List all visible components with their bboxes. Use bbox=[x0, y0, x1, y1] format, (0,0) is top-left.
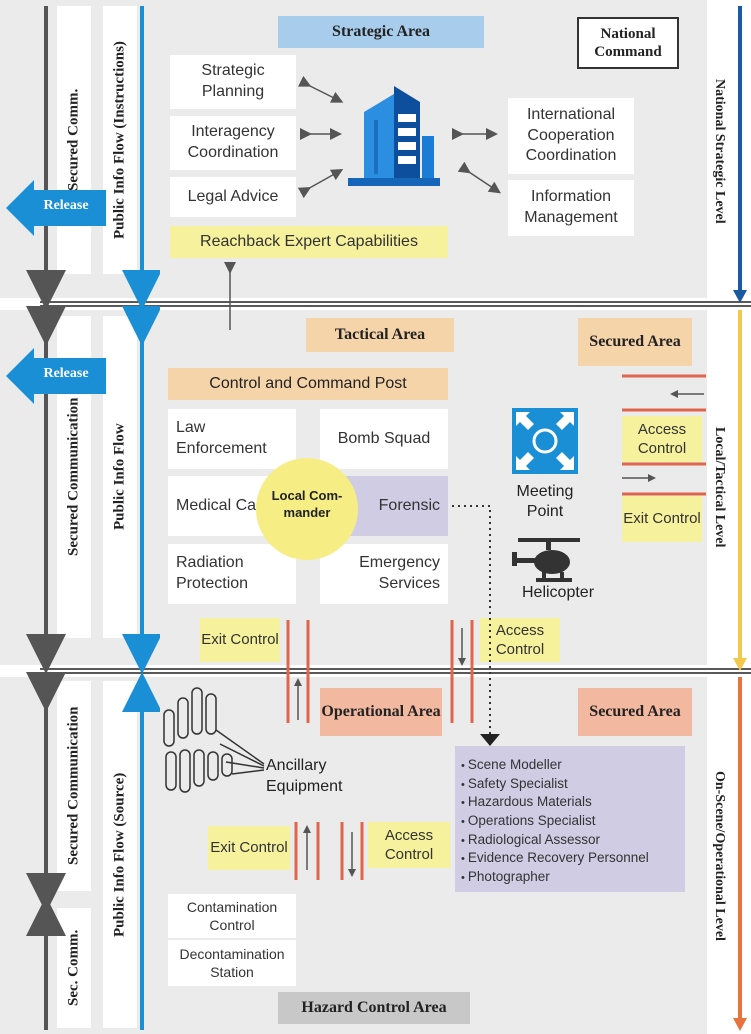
building-icon bbox=[348, 86, 440, 186]
meeting-point-icon bbox=[512, 408, 578, 474]
exit-control-bottom: Exit Control bbox=[200, 618, 280, 662]
release-label-top: Release bbox=[43, 198, 89, 213]
release-arrow-mid-shape bbox=[6, 348, 106, 404]
strategic-planning-box: Strategic Planning bbox=[170, 55, 296, 109]
left-flow-arrows bbox=[26, 6, 160, 1030]
legal-advice-box: Legal Advice bbox=[170, 177, 296, 217]
tactical-area-title: Tactical Area bbox=[306, 318, 454, 352]
interagency-box: Interagency Coordination bbox=[170, 116, 296, 170]
list-item: Operations Specialist bbox=[461, 812, 685, 831]
col-top-secured-bg bbox=[57, 6, 91, 274]
release-arrow-top-shape bbox=[6, 180, 106, 236]
hazard-control-area-title: Hazard Control Area bbox=[278, 992, 470, 1024]
access-control-operational: Access Control bbox=[368, 822, 450, 868]
level-arrows bbox=[733, 6, 747, 1031]
list-item: Photographer bbox=[461, 868, 685, 887]
control-command-post: Control and Command Post bbox=[168, 368, 448, 400]
strategic-connectors bbox=[224, 75, 501, 330]
helicopter-label: Helicopter bbox=[521, 584, 595, 601]
decontamination-station-box: Decontamination Station bbox=[168, 940, 296, 986]
operational-area-title: Operational Area bbox=[320, 688, 442, 736]
national-command-box: National Command bbox=[577, 17, 679, 69]
emergency-services-box: Emergency Services bbox=[320, 544, 448, 604]
national-level-label: National Strategic Level bbox=[712, 78, 727, 224]
helicopter-icon bbox=[512, 538, 580, 582]
ancillary-equipment-label: Ancillary Equipment bbox=[266, 757, 343, 795]
onscene-level-label: On-Scene/Operational Level bbox=[712, 770, 727, 941]
law-enforcement-box: Law Enforcement bbox=[168, 409, 296, 469]
local-level-label: Local/Tactical Level bbox=[712, 427, 727, 548]
contamination-control-box: Contamination Control bbox=[168, 894, 296, 938]
international-box: International Cooperation Coordination bbox=[508, 98, 634, 174]
list-item: Evidence Recovery Personnel bbox=[461, 849, 685, 868]
bomb-squad-box: Bomb Squad bbox=[320, 409, 448, 469]
access-control-right: Access Control bbox=[622, 416, 702, 462]
list-item: Scene Modeller bbox=[461, 756, 685, 775]
list-item: Safety Specialist bbox=[461, 775, 685, 794]
col-bot-public-bg bbox=[103, 681, 137, 1028]
radiation-protection-box: Radiation Protection bbox=[168, 544, 296, 604]
ancillary-equipment-icon bbox=[163, 687, 265, 793]
local-commander-label: Local Com-mander bbox=[271, 488, 343, 520]
exit-control-operational: Exit Control bbox=[208, 826, 290, 870]
tactical-secured-area: Secured Area bbox=[578, 318, 692, 366]
operational-secured-area: Secured Area bbox=[578, 688, 692, 736]
information-management-box: Information Management bbox=[508, 180, 634, 236]
local-commander-circle bbox=[256, 458, 358, 560]
personnel-list: Scene Modeller Safety Specialist Hazardo… bbox=[455, 746, 685, 892]
exit-control-right: Exit Control bbox=[622, 496, 702, 542]
col-top-public-bg bbox=[103, 6, 137, 274]
list-item: Radiological Assessor bbox=[461, 831, 685, 850]
strategic-area-title: Strategic Area bbox=[278, 16, 484, 48]
meeting-point-label: Meeting Point bbox=[516, 483, 574, 520]
reachback-box: Reachback Expert Capabilities bbox=[170, 226, 448, 258]
access-control-bottom: Access Control bbox=[480, 618, 560, 662]
release-label-mid: Release bbox=[43, 366, 89, 381]
right-lanes bbox=[622, 374, 706, 496]
list-item: Hazardous Materials bbox=[461, 793, 685, 812]
